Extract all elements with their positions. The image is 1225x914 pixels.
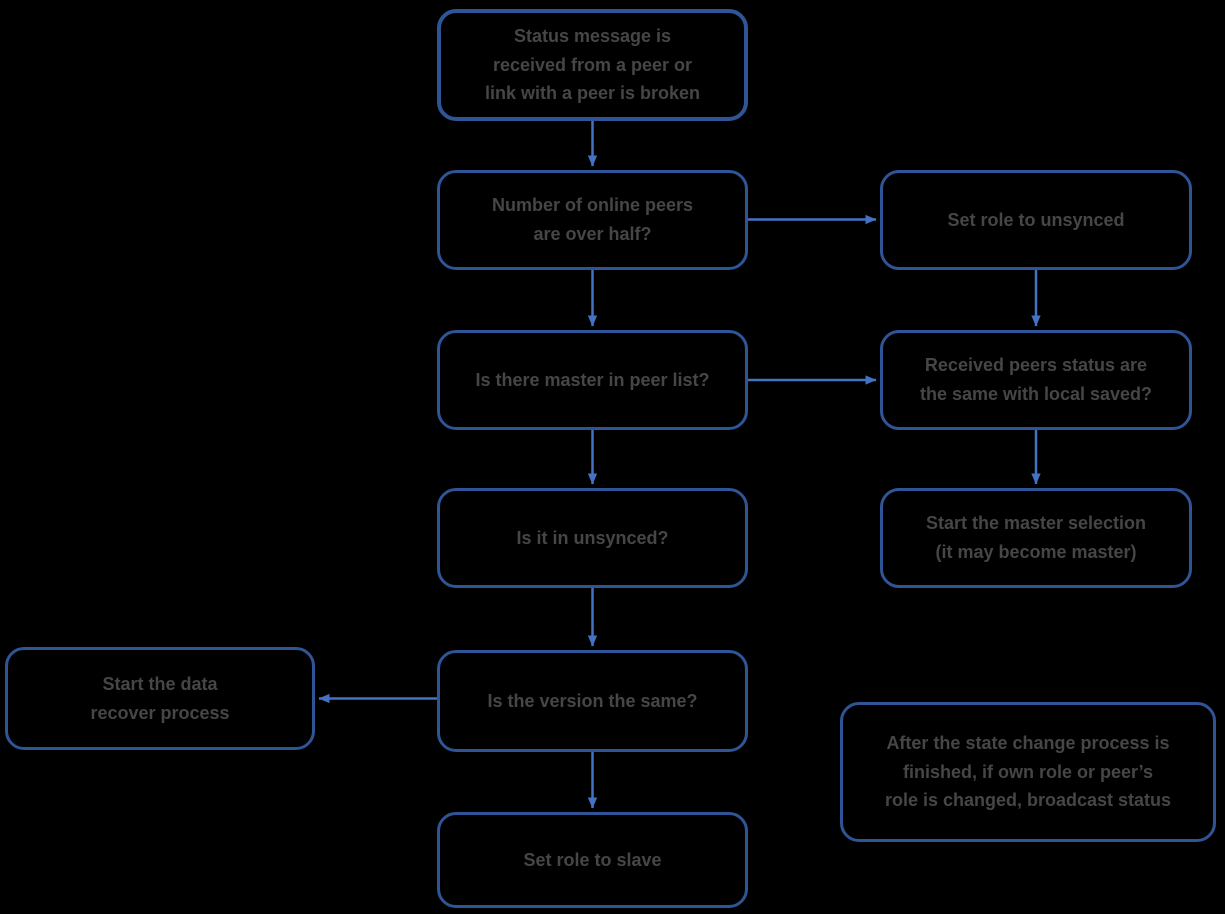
node-is-version-same-label: Is the version the same? <box>487 690 698 711</box>
node-start-master-selection-label: Start the master selection (it may becom… <box>925 513 1147 562</box>
node-received-peers-status: Received peers status are the same with … <box>880 330 1192 430</box>
node-is-it-in-unsynced: Is it in unsynced? <box>437 488 748 588</box>
node-start-data-recover-label: Start the data recover process <box>90 673 230 723</box>
node-start-master-selection: Start the master selection (it may becom… <box>880 488 1192 588</box>
node-master-in-peer-list-label: Is there master in peer list? <box>475 369 710 390</box>
node-is-version-same: Is the version the same? <box>437 650 748 752</box>
node-broadcast-status-note: After the state change process is finish… <box>840 702 1216 842</box>
node-received-peers-status-label: Received peers status are the same with … <box>919 355 1153 404</box>
node-status-message-label: Status message is received from a peer o… <box>484 25 701 104</box>
node-is-it-in-unsynced-label: Is it in unsynced? <box>516 527 669 548</box>
node-set-role-slave: Set role to slave <box>437 812 748 908</box>
node-online-peers-over-half: Number of online peers are over half? <box>437 170 748 270</box>
node-set-role-unsynced: Set role to unsynced <box>880 170 1192 270</box>
node-set-role-slave-label: Set role to slave <box>523 849 662 870</box>
node-status-message: Status message is received from a peer o… <box>437 9 748 121</box>
node-broadcast-status-note-label: After the state change process is finish… <box>884 732 1172 811</box>
node-start-data-recover: Start the data recover process <box>5 647 315 750</box>
node-online-peers-label: Number of online peers are over half? <box>491 195 694 244</box>
node-set-role-unsynced-label: Set role to unsynced <box>947 209 1125 230</box>
node-master-in-peer-list: Is there master in peer list? <box>437 330 748 430</box>
